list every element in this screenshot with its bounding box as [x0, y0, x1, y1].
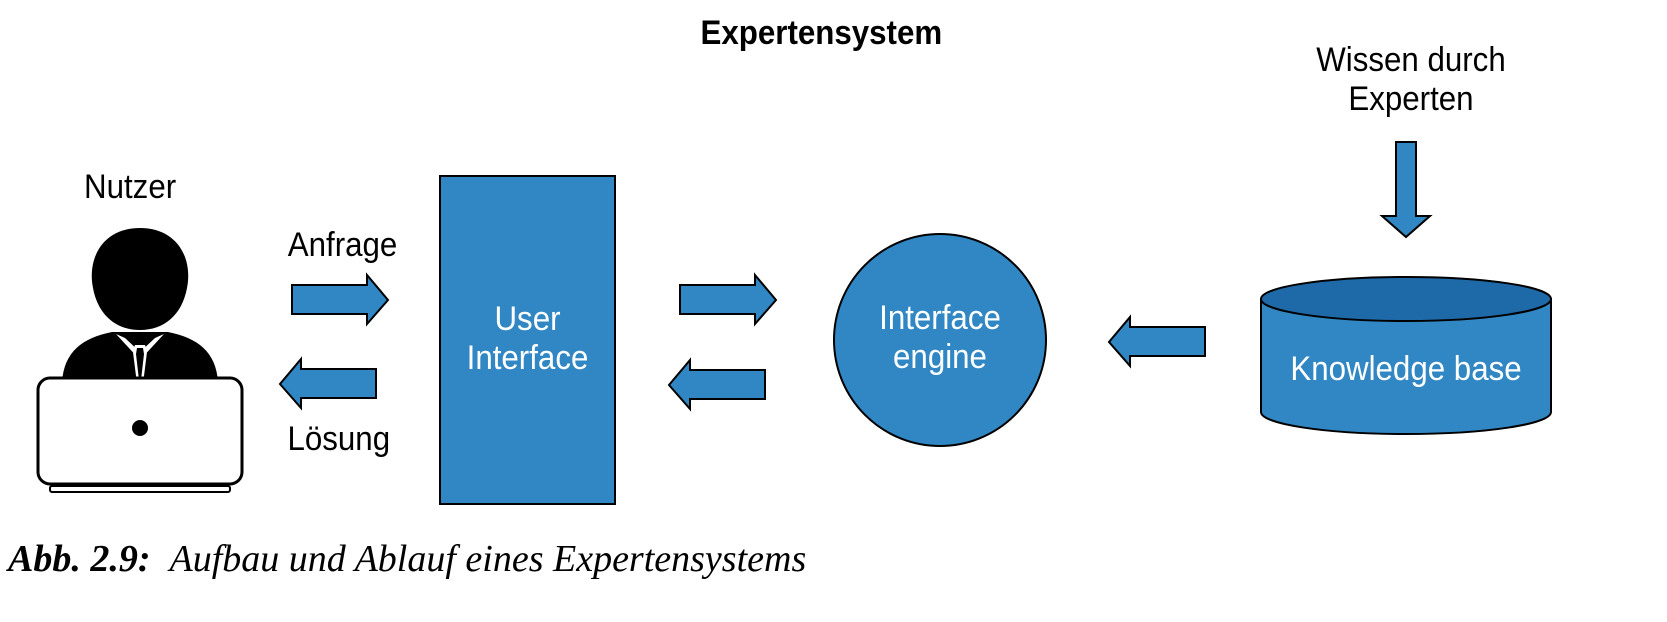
user-interface-label: User Interface	[447, 300, 608, 378]
user-interface-line-1: User	[494, 300, 561, 338]
interface-engine-line-2: engine	[893, 338, 987, 376]
knowledge-base-label: Knowledge base	[1290, 350, 1522, 388]
figure-number: Abb. 2.9:	[8, 538, 151, 580]
figure-caption: Abb. 2.9: Aufbau und Ablauf eines Expert…	[8, 537, 806, 581]
figure-caption-text: Aufbau und Ablauf eines Expertensystems	[169, 538, 807, 580]
expert-knowledge-line-1: Wissen durch	[1316, 41, 1506, 79]
knowledge-base-cylinder-icon	[1260, 276, 1552, 435]
solution-arrow-icon	[278, 356, 377, 411]
interface-engine-circle	[833, 233, 1047, 447]
kb-to-engine-arrow-icon	[1107, 314, 1206, 369]
expert-knowledge-arrow-icon	[1379, 141, 1433, 239]
interface-engine-label: Interface engine	[842, 299, 1037, 377]
ui-to-engine-arrow-icon	[679, 272, 778, 327]
user-interface-line-2: Interface	[466, 339, 589, 377]
expert-knowledge-line-2: Experten	[1348, 80, 1474, 118]
interface-engine-line-1: Interface	[879, 299, 1001, 337]
solution-label: Lösung	[287, 420, 391, 458]
diagram-title: Expertensystem	[700, 14, 943, 52]
user-laptop-icon	[36, 228, 244, 493]
user-interface-box	[439, 175, 616, 505]
engine-to-ui-arrow-icon	[667, 357, 766, 412]
request-arrow-icon	[291, 272, 390, 327]
user-label: Nutzer	[84, 168, 177, 206]
request-label: Anfrage	[287, 226, 398, 264]
expert-knowledge-label: Wissen durch Experten	[1316, 41, 1505, 119]
